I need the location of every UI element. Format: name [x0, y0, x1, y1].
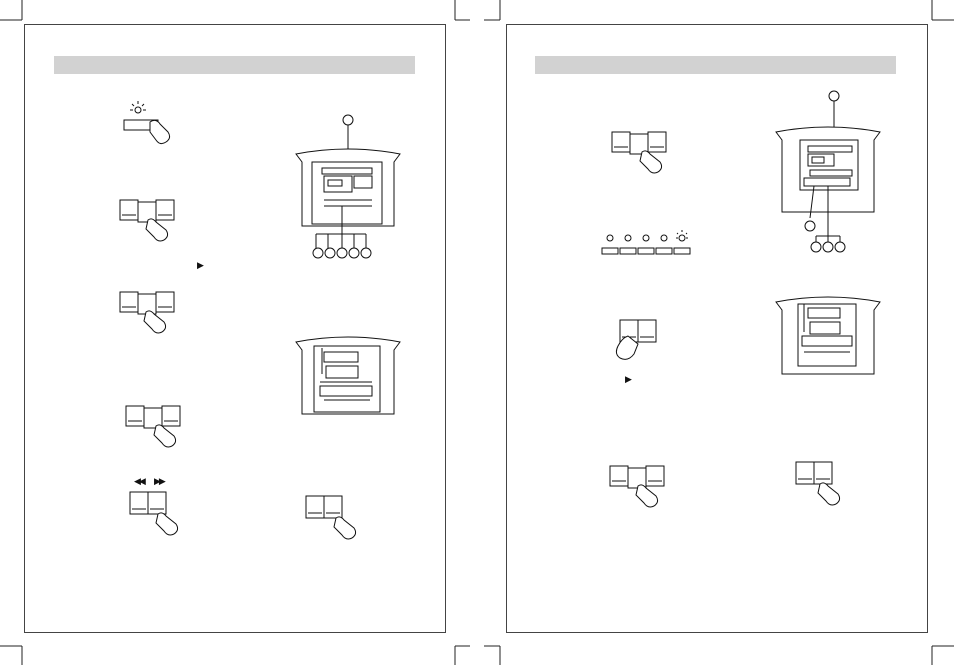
- left-page: [24, 24, 446, 633]
- hand-pressing-button-icon: [119, 291, 175, 334]
- radio-cassette-player-icon: [295, 114, 401, 259]
- hand-pressing-button-icon: [305, 495, 357, 540]
- play-arrow: ▶: [625, 375, 632, 385]
- hand-pressing-button-icon: [611, 131, 667, 174]
- hand-pressing-button-icon: [119, 199, 175, 242]
- indicator-led-icon: [601, 230, 691, 255]
- radio-cassette-player-icon: [775, 90, 881, 253]
- hand-pressing-button-icon: [129, 491, 179, 536]
- radio-cassette-player-icon: [295, 336, 401, 415]
- hand-pressing-button-icon: [125, 405, 181, 448]
- hand-pressing-button-icon: [609, 465, 665, 508]
- hand-pressing-button-icon: [123, 101, 171, 145]
- rewind-arrows: ◀◀: [134, 477, 146, 487]
- hand-pressing-button-icon: [795, 461, 841, 506]
- left-section-header-bar: [54, 56, 415, 74]
- hand-pressing-button-icon: [615, 319, 657, 360]
- right-section-header-bar: [535, 56, 896, 74]
- forward-arrows: ▶▶: [154, 477, 166, 487]
- play-arrow: ▶: [197, 261, 204, 271]
- radio-cassette-player-icon: [775, 296, 881, 375]
